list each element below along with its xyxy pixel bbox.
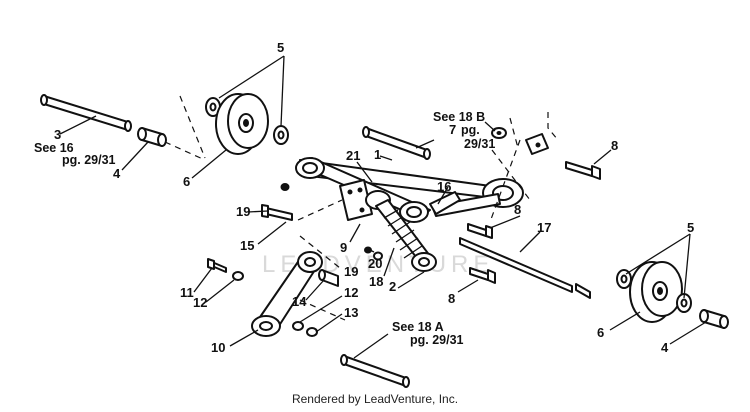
part-lower-shaft: [340, 354, 410, 388]
part-7-shaft-center: [362, 126, 431, 160]
part-21-mount-plate: [339, 179, 373, 221]
callout-12: 12: [344, 285, 358, 300]
callout-5: 5: [277, 40, 284, 55]
callout-11: 11: [180, 285, 194, 300]
note-see-18b-page: 29/31: [464, 137, 495, 151]
reference-notes: See 16 pg. 29/31 See 18 B pg. 29/31 See …: [34, 110, 495, 347]
callout-19: 19: [344, 264, 358, 279]
part-14-bushing: [318, 269, 339, 287]
part-4-spacer-left: [137, 127, 167, 147]
part-4-spacer-right: [699, 309, 729, 329]
part-bracket-upper: [525, 133, 549, 155]
part-3-shaft-left: [40, 94, 132, 132]
leader-dash: [297, 199, 343, 221]
callout-6: 6: [183, 174, 190, 189]
callout-13: 13: [344, 305, 358, 320]
part-15-bolt: [261, 204, 293, 221]
callout-8: 8: [514, 202, 521, 217]
callout-1: 1: [374, 147, 381, 162]
part-19-nut-upper: [280, 183, 290, 191]
note-see-18a-page: pg. 29/31: [410, 333, 464, 347]
leader-dash: [299, 299, 346, 321]
part-8-bolt-center: [467, 223, 493, 239]
part-20-washer: [373, 251, 383, 261]
note-see-16: See 16: [34, 141, 74, 155]
callout-12: 12: [193, 295, 207, 310]
callout-21: 21: [346, 148, 360, 163]
part-8-bolt-upper-right: [565, 161, 601, 180]
callout-3: 3: [54, 127, 61, 142]
callout-15: 15: [240, 238, 254, 253]
part-19-nut-lower: [364, 246, 372, 254]
callout-5: 5: [687, 220, 694, 235]
callout-18: 18: [369, 274, 383, 289]
callout-8: 8: [611, 138, 618, 153]
part-13-nut: [306, 327, 318, 337]
callout-labels: 5 3 4 6 7 8 1 21 16 8 17 19 15 9 19 20 1…: [54, 40, 694, 355]
leader-dash: [179, 95, 206, 159]
part-8-bolt-lower: [469, 267, 496, 284]
render-credit: Rendered by LeadVenture, Inc.: [291, 392, 459, 406]
part-17-long-shaft: [459, 237, 591, 299]
part-5-washer-right-inner: [616, 269, 632, 289]
callout-8: 8: [448, 291, 455, 306]
leader-lines: [59, 55, 707, 359]
note-see-18b-pg: pg.: [461, 123, 480, 137]
callout-9: 9: [340, 240, 347, 255]
callout-14: 14: [292, 294, 307, 309]
callout-2: 2: [389, 279, 396, 294]
part-11-bolt-small: [207, 258, 227, 273]
part-6-idler-wheel-right: [629, 261, 683, 323]
part-6-idler-wheel-left: [215, 93, 269, 155]
part-16-pivot-collar: [399, 191, 461, 223]
leader-dash: [489, 139, 521, 223]
callout-6: 6: [597, 325, 604, 340]
part-12-washer-left: [232, 271, 244, 281]
callout-7: 7: [449, 122, 456, 137]
leader-dash: [164, 141, 206, 161]
part-12-washer-right: [292, 321, 304, 331]
callout-4: 4: [113, 166, 121, 181]
leader-dash: [509, 117, 519, 149]
leader-dash: [547, 112, 559, 141]
callout-4: 4: [661, 340, 669, 355]
part-10-link-arm: [251, 251, 323, 337]
callout-16: 16: [437, 179, 451, 194]
note-see-16-page: pg. 29/31: [62, 153, 116, 167]
part-5-washer-right-outer: [676, 293, 692, 313]
callout-19: 19: [236, 204, 250, 219]
leader-dash: [299, 235, 341, 269]
part-nut-upper: [491, 127, 507, 139]
note-see-18b: See 18 B: [433, 110, 485, 124]
callout-20: 20: [368, 256, 382, 271]
part-5-washer-left-outer: [273, 125, 289, 145]
note-see-18a: See 18 A: [392, 320, 444, 334]
part-18-shock-absorber: [365, 190, 437, 272]
callout-17: 17: [537, 220, 551, 235]
callout-10: 10: [211, 340, 225, 355]
